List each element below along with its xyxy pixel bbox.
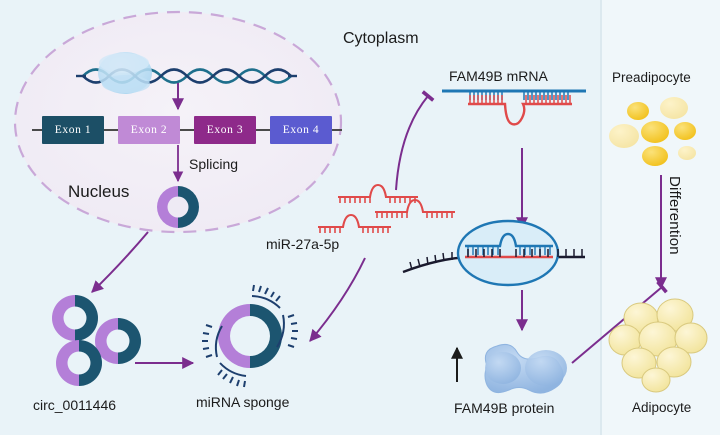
mirna-hairpin bbox=[375, 198, 455, 218]
cytoplasm-label: Cytoplasm bbox=[343, 30, 419, 47]
exon-label: Exon 4 bbox=[282, 124, 320, 136]
nucleus-label: Nucleus bbox=[68, 182, 130, 201]
circrna-ring bbox=[95, 318, 141, 364]
mirna-hairpin bbox=[318, 213, 391, 233]
protein-label: FAM49B protein bbox=[454, 400, 555, 416]
circrna-ring bbox=[56, 340, 102, 386]
mirna-molecules bbox=[318, 183, 455, 233]
sponge-label: miRNA sponge bbox=[196, 394, 290, 410]
differentiation-label: Differention bbox=[666, 176, 683, 255]
exon-label: Exon 1 bbox=[54, 124, 92, 136]
circrna-molecules bbox=[52, 295, 141, 386]
mrna-inhibition-arrow bbox=[395, 90, 435, 191]
exon-box: Exon 3 bbox=[194, 116, 256, 144]
protein-to-differentiation-arrow bbox=[571, 280, 668, 364]
mirna-sponge bbox=[202, 284, 298, 388]
exon-label: Exon 3 bbox=[206, 124, 244, 136]
exon-label: Exon 2 bbox=[130, 124, 168, 136]
preadipocyte-label: Preadipocyte bbox=[612, 70, 691, 85]
fam49b-protein bbox=[484, 344, 567, 394]
mirna-hairpin bbox=[338, 183, 418, 203]
risc-complex bbox=[402, 219, 585, 287]
exon-box: Exon 1 bbox=[42, 116, 104, 144]
panel-divider bbox=[600, 0, 602, 435]
mrna-label: FAM49B mRNA bbox=[449, 68, 548, 84]
mirna-label: miR-27a-5p bbox=[266, 236, 340, 252]
splicing-label: Splicing bbox=[189, 156, 239, 172]
nuclear-export-arrow bbox=[91, 231, 149, 293]
mirna-sequestration-arrow bbox=[309, 257, 366, 342]
nuclear-circrna bbox=[157, 186, 199, 228]
exon-box: Exon 4 bbox=[270, 116, 332, 144]
adipocyte-cluster bbox=[608, 298, 708, 393]
adipocyte-label: Adipocyte bbox=[632, 400, 692, 415]
circrna-label: circ_0011446 bbox=[33, 397, 117, 413]
fam49b-mrna-complex bbox=[442, 89, 586, 126]
preadipocyte-cells bbox=[609, 97, 696, 166]
circrna-ring bbox=[52, 295, 98, 341]
exon-box: Exon 2 bbox=[118, 116, 180, 144]
histone-complex bbox=[98, 52, 152, 94]
